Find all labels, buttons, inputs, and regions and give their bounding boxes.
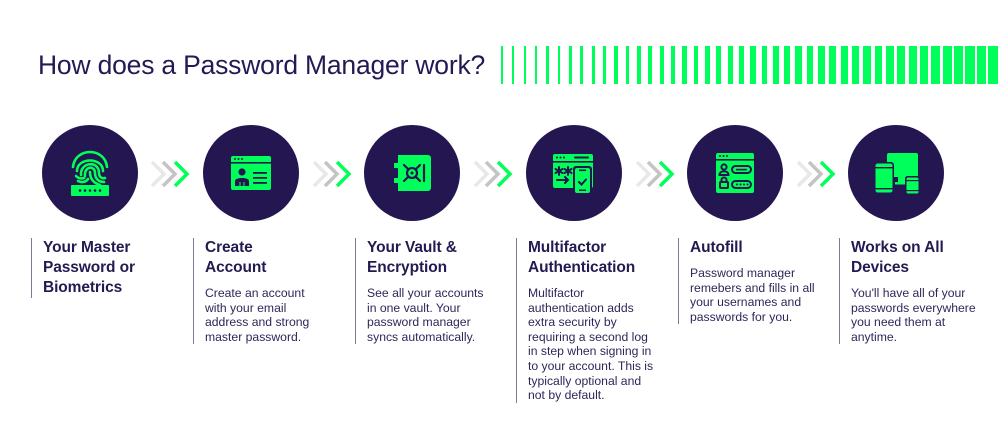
stripe	[920, 46, 929, 84]
stripe	[568, 46, 572, 84]
step-description: You'll have all of your passwords everyw…	[851, 286, 976, 344]
step-5-icon-circle	[687, 125, 783, 221]
stripe	[840, 46, 848, 84]
stripe	[976, 46, 987, 84]
stripe	[942, 46, 952, 84]
stripe	[727, 46, 733, 84]
fingerprint-password-icon	[71, 150, 109, 196]
step-5-text: Autofill Password manager remebers and f…	[678, 238, 823, 325]
step-2-icon-circle	[203, 125, 299, 221]
stripe	[625, 46, 630, 84]
stripe	[659, 46, 664, 84]
autofill-login-form-icon	[716, 153, 754, 193]
step-4-text: Multifactor Authentication Multifactor a…	[516, 238, 661, 403]
step-description: Create an account with your email addres…	[205, 286, 310, 344]
chevron-arrows-icon	[312, 160, 352, 188]
stripe	[557, 46, 561, 84]
stripe	[546, 46, 549, 84]
stripe	[806, 46, 814, 84]
step-6-text: Works on All Devices You'll have all of …	[839, 238, 989, 345]
step-6-icon-circle	[848, 125, 944, 221]
stripe	[829, 46, 837, 84]
stripe	[784, 46, 791, 84]
stripe	[818, 46, 825, 84]
stripe	[534, 46, 538, 84]
step-1-icon-circle	[42, 125, 138, 221]
stripe	[591, 46, 595, 84]
step-3-text: Your Vault & Encryption See all your acc…	[355, 238, 495, 345]
stripe	[670, 46, 676, 84]
step-description: Multifactor authentication adds extra se…	[528, 286, 654, 403]
stripe	[965, 46, 975, 84]
step-2-text: Create Account Create an account with yo…	[193, 238, 328, 345]
stripe	[795, 46, 802, 84]
page-title: How does a Password Manager work?	[38, 50, 486, 80]
chevron-arrows-icon	[473, 160, 513, 188]
step-description: See all your accounts in one vault. Your…	[367, 286, 484, 344]
stripe	[704, 46, 710, 84]
stripe	[954, 46, 964, 84]
stripe	[761, 46, 768, 84]
stripe	[931, 46, 940, 84]
step-1-text: Your Master Password or Biometrics	[31, 238, 161, 298]
step-heading: Multifactor Authentication	[528, 239, 636, 276]
stripe	[580, 46, 584, 84]
stripe	[738, 46, 745, 84]
multifactor-phone-icon	[553, 154, 593, 195]
chevron-arrows-icon	[796, 160, 836, 188]
multiple-devices-icon	[874, 153, 920, 195]
vault-safe-icon	[394, 155, 431, 191]
stripe	[897, 46, 906, 84]
stripe	[852, 46, 860, 84]
stripe	[750, 46, 756, 84]
stripe	[501, 46, 503, 84]
chevron-arrows-icon	[150, 160, 190, 188]
stripe	[648, 46, 653, 84]
stripe	[614, 46, 618, 84]
stripe	[682, 46, 687, 84]
stripe	[523, 46, 526, 84]
stripe	[886, 46, 894, 84]
step-heading: Your Vault & Encryption	[367, 239, 457, 276]
decorative-stripe-bar	[501, 46, 1000, 84]
stripe	[908, 46, 917, 84]
step-4-icon-circle	[526, 125, 622, 221]
stripe	[874, 46, 883, 84]
stripe	[602, 46, 607, 84]
step-description: Password manager remebers and fills in a…	[690, 266, 815, 324]
stripe	[988, 46, 998, 84]
stripe	[716, 46, 722, 84]
step-heading: Works on All Devices	[851, 239, 944, 276]
account-profile-window-icon	[231, 156, 271, 190]
step-heading: Autofill	[690, 239, 743, 256]
stripe	[863, 46, 871, 84]
stripe	[693, 46, 699, 84]
step-heading: Create Account	[205, 239, 267, 276]
step-heading: Your Master Password or Biometrics	[43, 239, 135, 296]
stripe	[512, 46, 515, 84]
stripe	[636, 46, 641, 84]
stripe	[772, 46, 779, 84]
step-3-icon-circle	[364, 125, 460, 221]
chevron-arrows-icon	[635, 160, 675, 188]
